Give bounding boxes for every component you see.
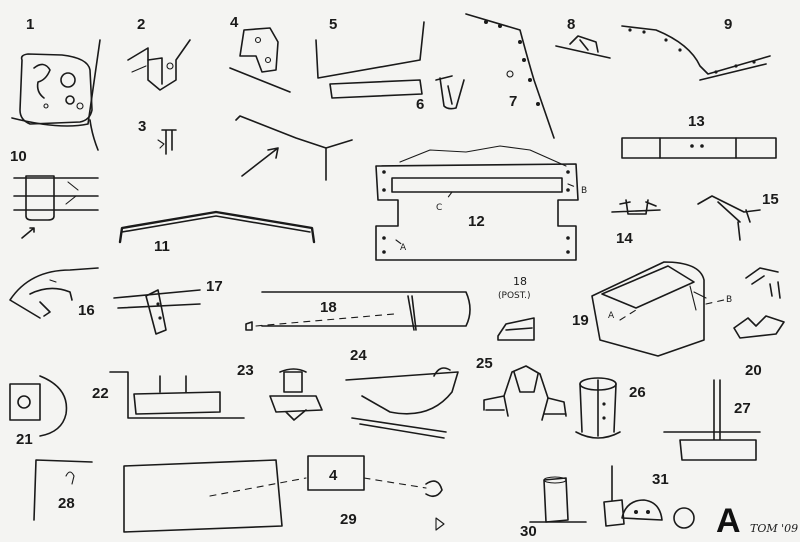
part-7 (465, 13, 555, 139)
part-25 (483, 365, 567, 421)
part-19 (591, 261, 725, 357)
part-number-17: 17 (206, 278, 223, 295)
part-23 (269, 368, 323, 421)
part-4 (229, 27, 291, 93)
part-21 (9, 375, 68, 437)
part-number-29: 29 (340, 511, 357, 528)
part-number-2: 2 (137, 16, 145, 33)
corner-angle (235, 115, 353, 181)
part-1 (11, 39, 101, 151)
part-number-20: 20 (745, 362, 762, 379)
part-number-28: 28 (58, 495, 75, 512)
part-18-post (497, 317, 535, 341)
part-12 (375, 145, 579, 261)
box-4-label: 4 (329, 467, 338, 484)
part-17 (113, 289, 201, 335)
part-number-31: 31 (652, 471, 669, 488)
part-31 (603, 465, 695, 529)
part-number-30: 30 (520, 523, 537, 540)
part-number-27: 27 (734, 400, 751, 417)
signature: TOM '09 (750, 522, 798, 535)
part-3 (157, 129, 177, 155)
part-24 (345, 367, 459, 439)
part-28 (33, 459, 93, 521)
part-number-1: 1 (26, 16, 34, 33)
part-5 (315, 21, 425, 99)
callout-12-a: A (400, 243, 407, 253)
part-2 (127, 39, 191, 91)
part-number-6: 6 (416, 96, 424, 113)
part-number-18: 18 (320, 299, 337, 316)
part-27 (663, 379, 761, 461)
part-26 (575, 377, 621, 439)
callout-12-c: C (436, 203, 442, 213)
part-number-18-post-num: 18 (513, 275, 527, 288)
part-number-7: 7 (509, 93, 517, 110)
part-number-8: 8 (567, 16, 575, 33)
part-number-25: 25 (476, 355, 493, 372)
part-number-9: 9 (724, 16, 732, 33)
part-number-16: 16 (78, 302, 95, 319)
part-16 (9, 267, 99, 319)
callout-19-a: A (608, 311, 615, 321)
part-number-24: 24 (350, 347, 367, 364)
part-number-11: 11 (154, 238, 170, 255)
part-11 (118, 210, 316, 244)
callout-12-b: B (581, 186, 587, 196)
part-10 (13, 175, 99, 239)
part-13 (621, 137, 777, 159)
callout-19-b: B (726, 295, 732, 305)
part-20 (733, 267, 785, 339)
part-15 (697, 195, 761, 241)
part-number-19: 19 (572, 312, 589, 329)
part-number-21: 21 (16, 431, 33, 448)
part-number-23: 23 (237, 362, 254, 379)
part-number-13: 13 (688, 113, 705, 130)
part-number-12: 12 (468, 213, 485, 230)
part-30 (529, 476, 587, 523)
part-number-26: 26 (629, 384, 646, 401)
part-number-22: 22 (92, 385, 109, 402)
part-14 (611, 199, 661, 215)
part-29 (123, 455, 445, 533)
part-number-5: 5 (329, 16, 337, 33)
part-number-4: 4 (230, 14, 239, 31)
sheet-letter: A (716, 502, 741, 540)
part-6 (435, 75, 465, 110)
part-18 (245, 291, 471, 331)
part-number-3: 3 (138, 118, 146, 135)
part-number-14: 14 (616, 230, 633, 247)
part-9 (621, 25, 771, 81)
part-number-15: 15 (762, 191, 779, 208)
part-number-10: 10 (10, 148, 27, 165)
part-8 (555, 35, 611, 59)
part-18-post-note: (POST.) (498, 291, 531, 301)
part-22 (109, 371, 245, 419)
